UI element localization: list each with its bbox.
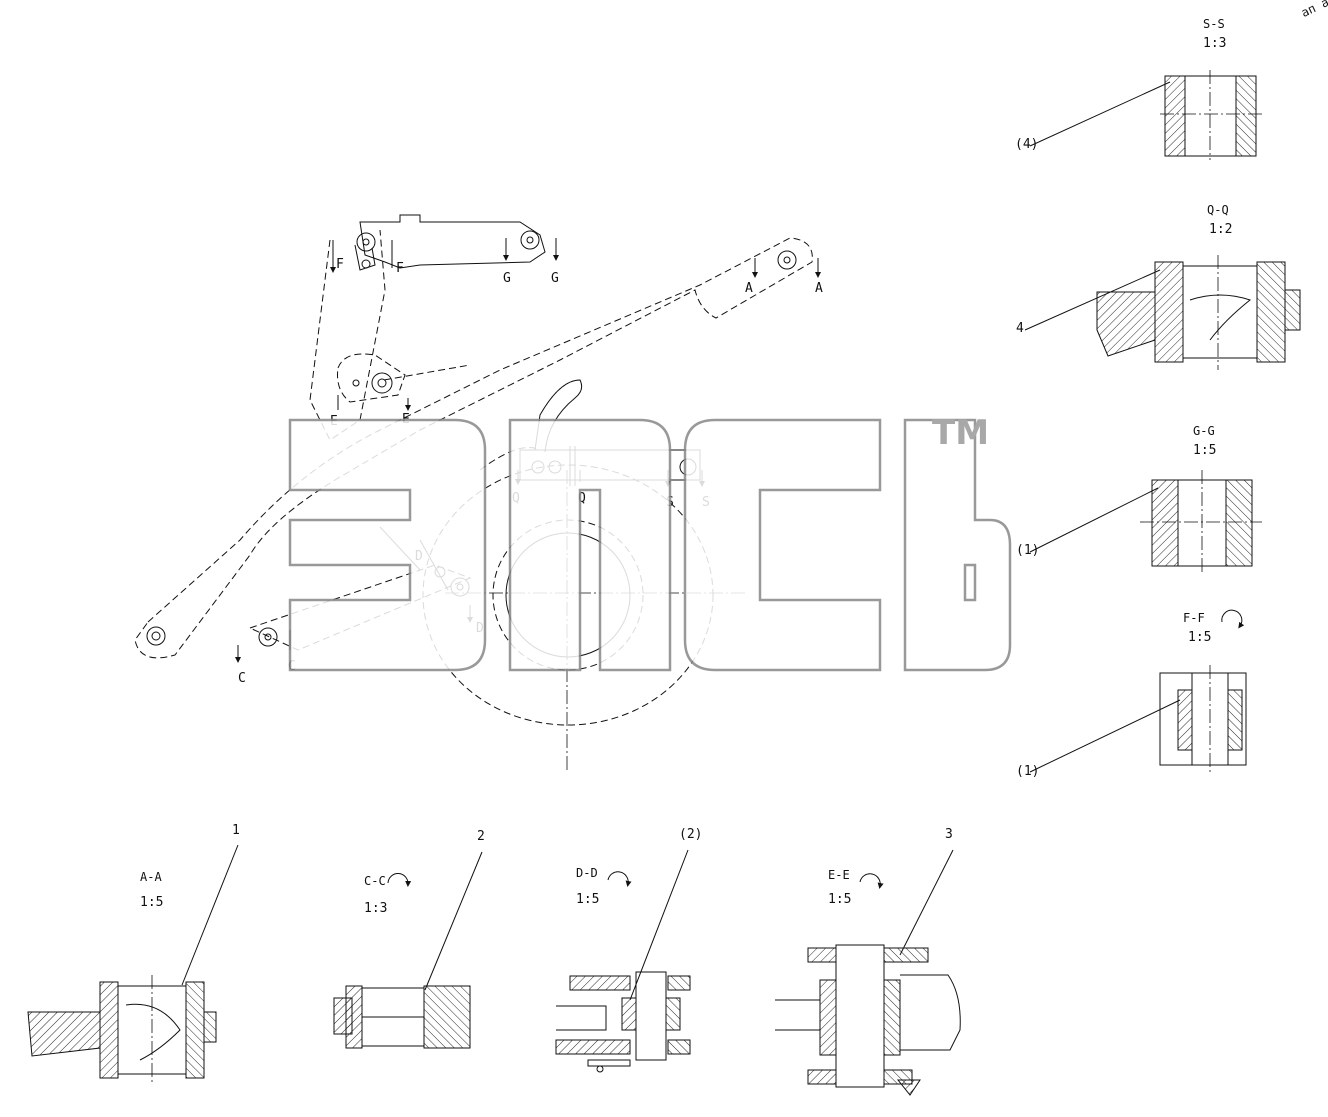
section-ee-scale: 1:5 xyxy=(828,892,851,907)
section-dd-callout: (2) xyxy=(679,827,702,842)
section-mark-C-left: C xyxy=(235,645,246,686)
rotated-view-arrow-icon xyxy=(1221,609,1245,629)
section-dd-scale: 1:5 xyxy=(576,892,599,907)
svg-text:A: A xyxy=(815,281,823,296)
upper-cylinder xyxy=(359,214,546,269)
rocker-plate xyxy=(337,353,406,403)
section-ss-title: S-S xyxy=(1203,17,1225,31)
section-gg-callout: (1) xyxy=(1016,543,1039,558)
section-ff: F-F 1:5 (1) xyxy=(1016,609,1247,779)
watermark-logo: TM xyxy=(288,413,1012,672)
svg-text:C: C xyxy=(238,671,246,686)
section-cc-callout: 2 xyxy=(477,829,485,844)
section-ss-scale: 1:3 xyxy=(1203,36,1226,51)
section-gg: G-G 1:5 (1) xyxy=(1016,424,1262,575)
section-ff-scale: 1:5 xyxy=(1188,630,1211,645)
corner-mark: ап ааа xyxy=(1299,0,1328,20)
section-mark-G-left: G xyxy=(503,238,511,286)
section-qq-title: Q-Q xyxy=(1207,203,1229,217)
svg-text:G: G xyxy=(551,271,559,286)
section-ss-callout: (4) xyxy=(1015,137,1038,152)
section-mark-F-left: F xyxy=(330,240,344,273)
rotated-view-arrow-icon xyxy=(859,873,884,889)
section-qq-callout: 4 xyxy=(1016,321,1024,336)
svg-text:G: G xyxy=(503,271,511,286)
svg-text:F: F xyxy=(396,261,404,276)
section-cc: C-C 1:3 2 xyxy=(333,829,485,1049)
section-qq: Q-Q 1:2 4 xyxy=(1016,203,1301,370)
svg-text:A: A xyxy=(745,281,753,296)
section-qq-scale: 1:2 xyxy=(1209,222,1232,237)
section-cc-scale: 1:3 xyxy=(364,901,387,916)
section-dd-title: D-D xyxy=(576,866,598,880)
section-aa: A-A 1:5 1 xyxy=(27,823,240,1085)
section-mark-F-right: F xyxy=(391,240,404,276)
rotated-view-arrow-icon xyxy=(607,871,632,887)
svg-text:F: F xyxy=(336,257,344,272)
section-mark-A-right: A xyxy=(815,258,823,296)
section-cc-title: C-C xyxy=(364,874,386,888)
section-aa-callout: 1 xyxy=(232,823,240,838)
section-gg-scale: 1:5 xyxy=(1193,443,1216,458)
section-ee-title: E-E xyxy=(828,868,850,882)
section-dd: D-D 1:5 (2) xyxy=(555,827,702,1073)
section-gg-title: G-G xyxy=(1193,424,1215,438)
section-aa-title: A-A xyxy=(140,870,162,884)
section-ss: S-S 1:3 (4) xyxy=(1015,17,1262,160)
section-ee: E-E 1:5 3 xyxy=(775,827,961,1096)
section-mark-A-left: A xyxy=(745,258,758,296)
section-ff-callout: (1) xyxy=(1016,764,1039,779)
rotated-view-arrow-icon xyxy=(387,873,412,887)
svg-text:Q: Q xyxy=(578,491,586,506)
watermark-trademark: TM xyxy=(932,413,989,453)
section-mark-G-right: G xyxy=(551,238,559,286)
section-aa-scale: 1:5 xyxy=(140,895,163,910)
section-ee-callout: 3 xyxy=(945,827,953,842)
section-ff-title: F-F xyxy=(1183,611,1205,625)
